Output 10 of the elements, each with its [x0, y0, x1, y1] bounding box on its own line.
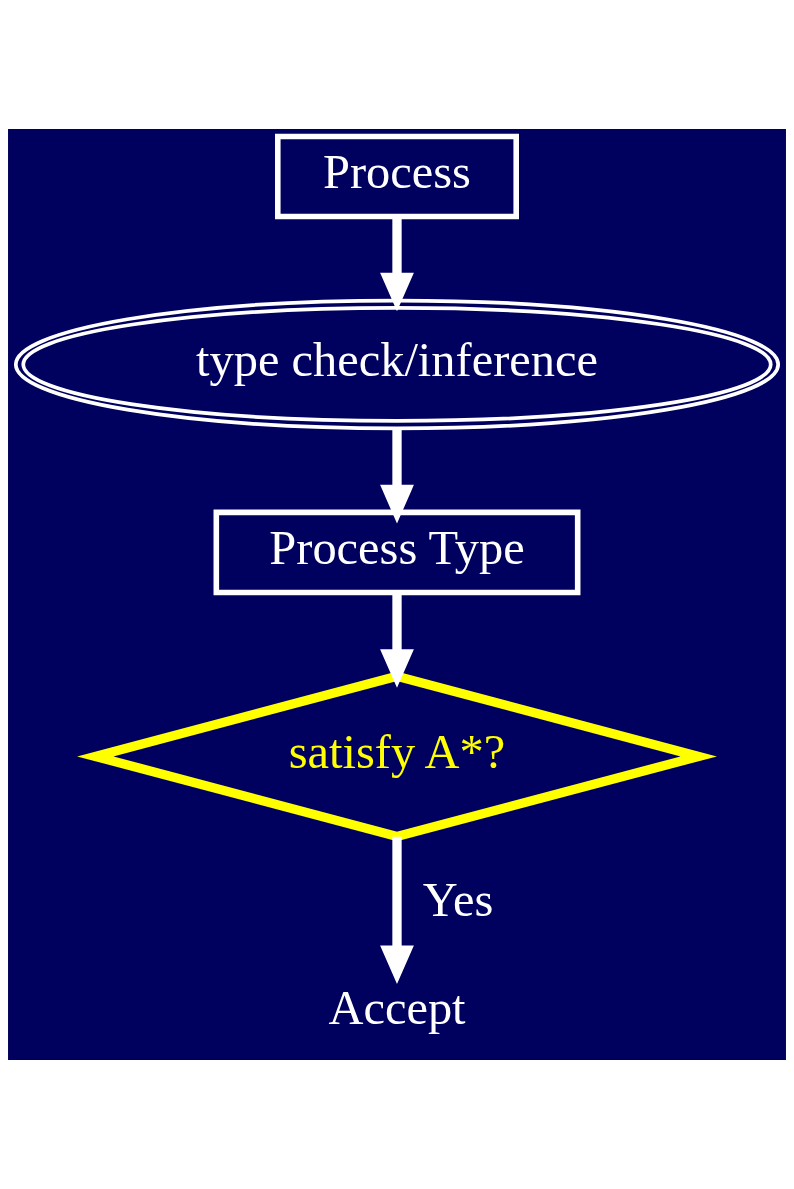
- arrow: [380, 592, 414, 688]
- arrow: [380, 836, 414, 985]
- node-text: Accept: [328, 981, 466, 1035]
- node-ellipse: type check/inference: [13, 298, 781, 431]
- node-box: Process Type: [213, 509, 581, 596]
- arrow: [380, 217, 414, 312]
- arrow: [380, 428, 414, 524]
- edge-label: Yes: [422, 873, 494, 927]
- node-box: Process: [275, 133, 519, 220]
- node-diamond: satisfy A*?: [77, 671, 717, 842]
